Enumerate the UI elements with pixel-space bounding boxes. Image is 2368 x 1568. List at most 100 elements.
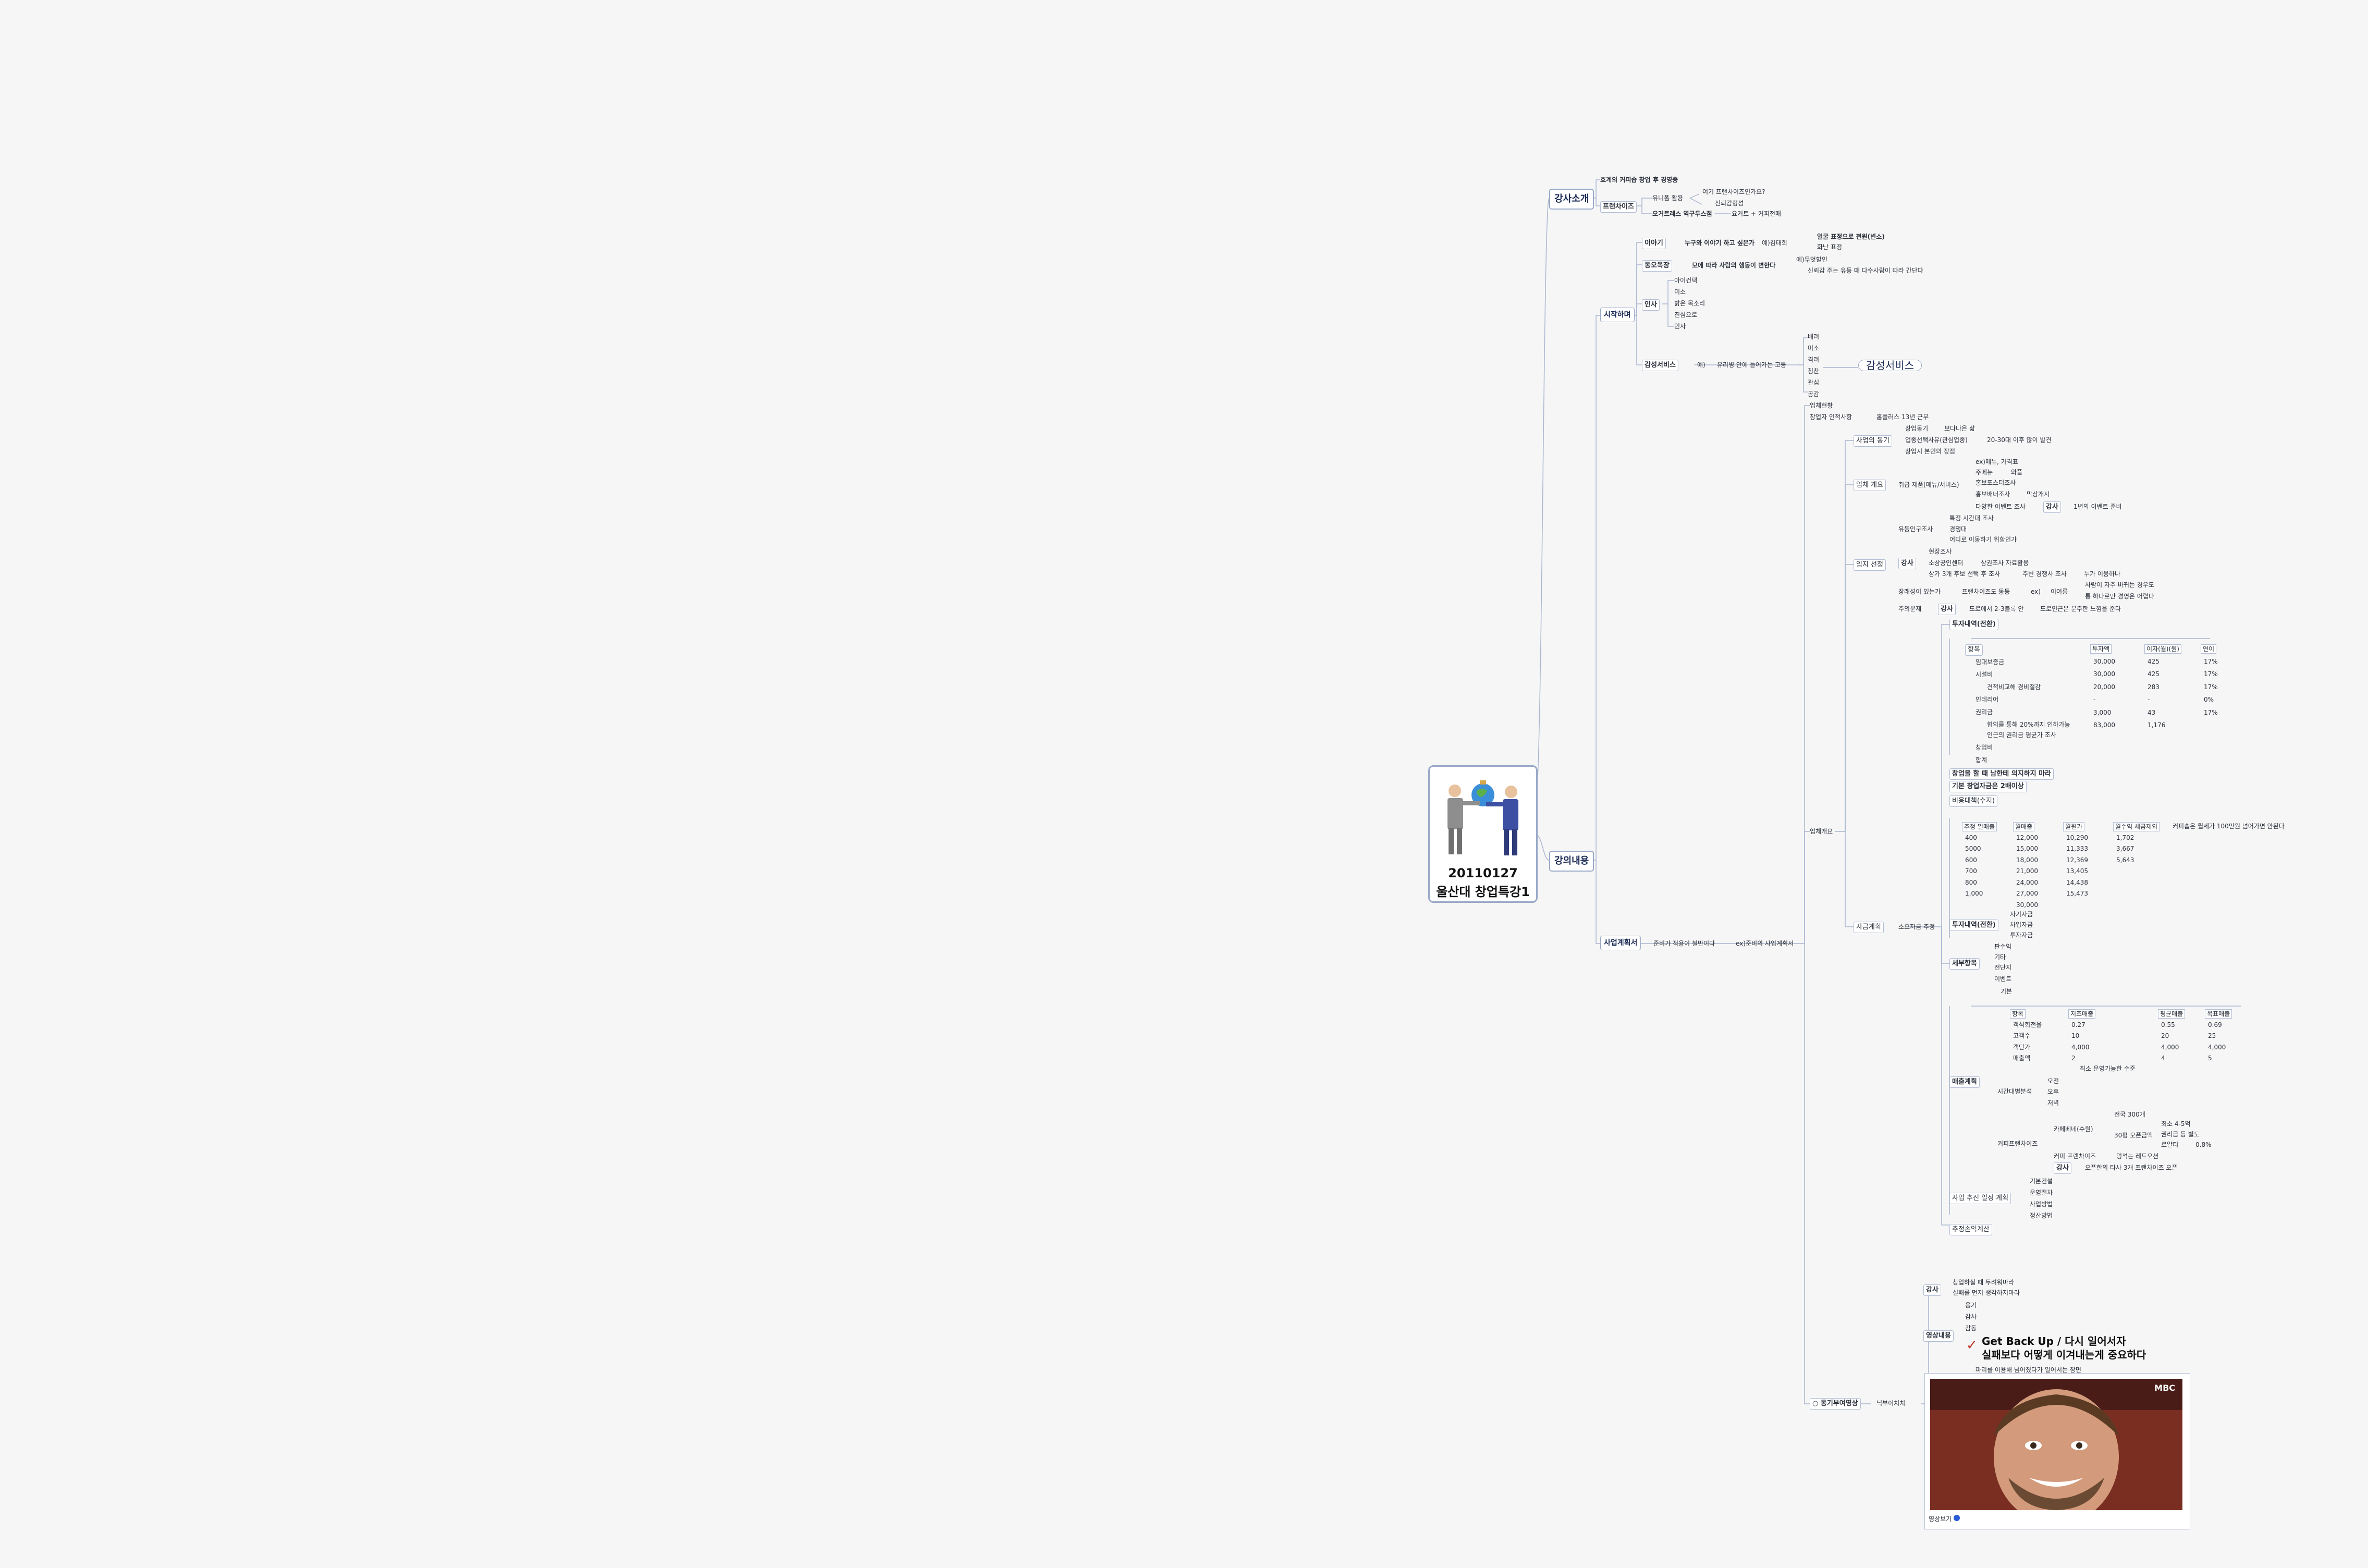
node-s6[interactable]: 홍보배너조사 [1976,491,2010,498]
node-l12[interactable]: 장래성이 있는가 [1898,588,1941,595]
node-m2[interactable]: 보다나은 삶 [1944,425,1976,432]
node-l2[interactable]: 유동인구조사 [1898,525,1933,533]
node-l14[interactable]: ex) [2031,588,2041,595]
node-f17[interactable]: 투자자금 [2010,932,2033,939]
node-e6[interactable]: 공감 [1808,390,1820,398]
node-t1[interactable]: 판수익 [1994,943,2012,950]
node-t4[interactable]: 이벤트 [1994,975,2012,983]
node-v7[interactable]: 감동 [1965,1325,1977,1332]
node-f6[interactable]: 권리금 [1976,708,1993,716]
node-e2[interactable]: 미소 [1808,345,1820,352]
node-motive[interactable]: 사업의 동기 [1854,435,1892,447]
node-pl[interactable]: 추정손익계산 [1949,1224,1992,1235]
node-v5[interactable]: 용기 [1965,1302,1977,1309]
node-f7[interactable]: 창업비 [1976,744,1993,751]
node-n12[interactable]: 화난 표정 [1817,243,1842,251]
node-l20[interactable]: 도로에서 2-3블록 안 [1969,605,2024,612]
node-sp4[interactable]: 정산방법 [2030,1212,2053,1219]
node-l9[interactable]: 상가 3개 후보 선택 후 조사 [1929,570,2001,578]
node-l8[interactable]: 상권조사 자료활용 [1981,559,2029,567]
node-n19[interactable]: 유리병 안에 들어가는 고등 [1717,361,1786,369]
topic-lecturer-intro[interactable]: 강사소개 [1549,189,1594,210]
node-s8[interactable]: 다양한 이벤트 조사 [1976,503,2026,510]
node-s3[interactable]: 주메뉴 [1976,469,1993,476]
node-story[interactable]: 이야기 [1642,238,1666,249]
node-g4[interactable]: 진심으로 [1674,311,1698,318]
node-b1[interactable]: 창업자 인적사항 [1810,413,1852,421]
node-e3[interactable]: 격려 [1808,356,1820,363]
node-f1[interactable]: 투자내역(전환) [1949,619,1998,630]
node-n5[interactable]: 신뢰감형성 [1715,200,1744,207]
node-l18[interactable]: 주의문제 [1898,605,1922,612]
node-l7[interactable]: 소상공인센터 [1929,559,1964,567]
node-g3[interactable]: 밝은 목소리 [1674,300,1706,307]
root-topic[interactable]: 20110127 울산대 창업특강1 [1428,765,1538,903]
node-m4[interactable]: 20-30대 이후 많이 발견 [1987,436,2052,444]
node-f11[interactable]: 인근의 권리금 평균가 조사 [1987,731,2056,739]
node-role[interactable]: 동오목장 [1642,260,1672,272]
node-v6[interactable]: 감사 [1965,1313,1977,1320]
node-t21[interactable]: 오픈한의 타사 3개 프랜차이즈 오픈 [2085,1164,2178,1171]
node-bp1[interactable]: 준비가 적용이 철반이다 [1653,940,1715,947]
node-t15[interactable]: 30평 오픈금액 [2114,1132,2153,1139]
node-t17[interactable]: 0.8% [2195,1141,2212,1148]
node-l17[interactable]: 통 하나로만 경영은 어렵다 [2085,593,2154,600]
node-f2[interactable]: 항목 [1965,644,1983,656]
node-f0[interactable]: 소요자금 추정 [1898,923,1935,930]
node-sp2[interactable]: 운영절차 [2030,1189,2053,1196]
node-n3[interactable]: 유니폼 활용 [1652,194,1684,202]
node-t5[interactable]: 기본 [2001,988,2013,995]
node-t10[interactable]: 커피프랜차이즈 [1997,1140,2038,1147]
node-t13[interactable]: 최소 4-5억 [2161,1120,2191,1128]
node-mot[interactable]: ○ 동기부여영상 [1810,1398,1861,1410]
node-f18[interactable]: 투자내역(전환) [1949,920,1998,931]
node-s10[interactable]: 1년의 이벤트 준비 [2073,503,2122,510]
node-greeting[interactable]: 인사 [1642,299,1660,311]
node-v9[interactable]: 실패보다 어떻게 이겨내는게 중요하다 [1982,1349,2146,1361]
node-s9[interactable]: 강사 [2043,501,2061,513]
node-n14[interactable]: 모에 따라 사람의 행동이 변한다 [1692,262,1776,269]
topic-course[interactable]: 강의내용 [1549,851,1594,872]
node-t11[interactable]: 카페베네(수원) [2054,1125,2093,1133]
node-l10[interactable]: 주변 경쟁사 조사 [2022,570,2067,578]
node-f12[interactable]: 창업을 할 때 남한테 의지하지 마라 [1949,768,2054,780]
node-g5[interactable]: 인사 [1674,323,1686,330]
node-v3[interactable]: 실패를 먼저 생각하지마라 [1953,1289,2020,1296]
node-n15[interactable]: 예)무엇할인 [1796,256,1827,263]
node-status[interactable]: 업체현황 [1810,402,1833,409]
node-s5[interactable]: 홍보포스터조사 [1976,479,2016,486]
node-n1[interactable]: 호계의 커피숍 창업 후 경영중 [1600,176,1678,183]
node-t8[interactable]: 오후 [2047,1088,2059,1095]
node-n10[interactable]: 예)김태희 [1762,239,1787,247]
node-m3[interactable]: 업종선택사유(관심업종) [1905,436,1968,444]
node-b2[interactable]: 홈플러스 13년 근무 [1876,413,1929,421]
node-v4[interactable]: 영상내용 [1923,1330,1954,1342]
node-f8[interactable]: 합계 [1976,756,1987,764]
node-emotion-pill[interactable]: 감성서비스 [1858,360,1922,371]
node-f3[interactable]: 임대보증금 [1976,658,2005,666]
node-mot-t[interactable]: 닉부이치치 [1876,1400,1906,1407]
node-l16[interactable]: 사람이 자주 바뀌는 경우도 [2085,581,2154,589]
node-emotion[interactable]: 감성서비스 [1642,360,1678,371]
node-t16[interactable]: 권리금 등 별도 [2161,1131,2200,1138]
node-l15[interactable]: 이여름 [2051,588,2068,595]
node-f10[interactable]: 협의를 통해 20%까지 인하가능 [1987,721,2070,728]
node-t2[interactable]: 기타 [1994,953,2006,961]
node-l11[interactable]: 누가 이용하나 [2084,570,2121,578]
node-t7[interactable]: 오전 [2047,1077,2059,1085]
node-tax[interactable]: 세부항목 [1949,958,1980,970]
video-thumbnail[interactable]: MBC [1930,1379,2182,1510]
node-m5[interactable]: 창업시 본인의 장점 [1905,448,1955,455]
node-f15[interactable]: 자기자금 [2010,911,2033,918]
node-bp2[interactable]: ex)준비의 사업계획서 [1736,940,1794,947]
node-t12[interactable]: 전국 300개 [2114,1111,2145,1118]
node-f14[interactable]: 비용대책(수지) [1949,795,1997,807]
node-n6[interactable]: 오거트레스 역구두스점 [1652,210,1712,217]
node-f9[interactable]: 견적비교해 경비절감 [1987,683,2041,691]
node-fund[interactable]: 자금계획 [1854,922,1884,933]
node-l5[interactable]: 강사 [1898,558,1916,569]
node-e1[interactable]: 배려 [1808,333,1820,340]
node-sp[interactable]: 사업 추진 일정 계획 [1949,1193,2011,1204]
node-franchise[interactable]: 프랜차이즈 [1600,201,1637,213]
node-s1[interactable]: 취급 제품(메뉴/서비스) [1898,481,1959,488]
